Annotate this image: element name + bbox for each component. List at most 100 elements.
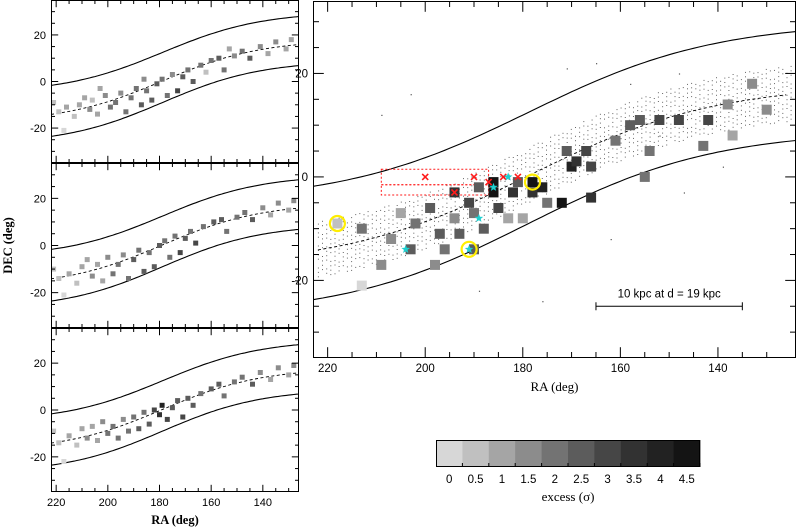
density-dot bbox=[761, 78, 763, 80]
density-dot bbox=[716, 116, 717, 118]
density-dot bbox=[550, 167, 552, 169]
density-dot bbox=[674, 100, 676, 102]
density-dot bbox=[504, 211, 506, 213]
density-dot bbox=[330, 238, 332, 240]
density-dot bbox=[765, 99, 767, 101]
density-dot bbox=[355, 244, 357, 246]
density-dot bbox=[674, 91, 676, 93]
density-dot bbox=[711, 110, 713, 112]
density-dot bbox=[620, 107, 622, 109]
density-dot bbox=[346, 222, 348, 224]
density-dot bbox=[736, 123, 738, 125]
density-dot bbox=[749, 102, 751, 103]
excess-square bbox=[84, 257, 90, 263]
density-dot bbox=[500, 176, 502, 178]
density-dot bbox=[504, 207, 506, 209]
density-dot bbox=[678, 88, 680, 90]
excess-square bbox=[61, 459, 67, 464]
density-dot bbox=[355, 266, 357, 268]
density-dot bbox=[363, 249, 365, 251]
colorbar-tick-label: 1.5 bbox=[520, 474, 536, 486]
excess-square bbox=[126, 276, 131, 281]
density-dot bbox=[736, 101, 738, 103]
density-dot bbox=[405, 206, 406, 208]
density-dot bbox=[322, 234, 323, 235]
density-dot bbox=[359, 213, 361, 215]
density-dot bbox=[616, 117, 618, 119]
density-dot bbox=[438, 208, 440, 209]
density-dot bbox=[662, 93, 664, 94]
excess-square bbox=[203, 69, 209, 75]
density-dot bbox=[695, 97, 697, 99]
density-dot bbox=[724, 82, 726, 83]
density-dot bbox=[396, 244, 398, 246]
density-dot bbox=[388, 227, 390, 229]
excess-square bbox=[221, 393, 227, 399]
density-dot bbox=[703, 88, 705, 90]
excess-square bbox=[625, 120, 636, 131]
density-dot bbox=[471, 189, 473, 191]
density-dot bbox=[753, 103, 755, 105]
density-dot bbox=[666, 96, 668, 98]
density-dot bbox=[479, 201, 481, 203]
stream-track-line bbox=[317, 94, 787, 251]
density-dot bbox=[546, 175, 547, 177]
density-dot bbox=[400, 232, 402, 234]
footprint-lower-boundary bbox=[51, 228, 299, 302]
excess-square bbox=[610, 135, 621, 146]
density-dot bbox=[579, 136, 581, 138]
density-dot bbox=[774, 113, 775, 115]
density-dot bbox=[761, 95, 763, 97]
density-dot bbox=[724, 117, 726, 119]
density-dot bbox=[446, 202, 448, 204]
density-dot bbox=[550, 180, 552, 182]
excess-square bbox=[115, 261, 121, 267]
density-dot bbox=[604, 153, 605, 155]
excess-square bbox=[405, 244, 416, 255]
density-dot bbox=[599, 157, 601, 159]
density-dot bbox=[363, 262, 365, 264]
density-dot bbox=[740, 123, 742, 124]
density-dot bbox=[471, 176, 473, 178]
density-dot bbox=[479, 205, 481, 207]
excess-square bbox=[105, 430, 111, 436]
density-dot bbox=[334, 264, 336, 266]
density-dot bbox=[666, 118, 668, 120]
density-dot bbox=[384, 219, 386, 221]
density-dot bbox=[342, 238, 344, 240]
density-dot bbox=[595, 137, 597, 139]
density-dot bbox=[384, 241, 386, 243]
density-dot bbox=[388, 223, 390, 224]
density-dot bbox=[467, 217, 469, 219]
density-dot bbox=[782, 95, 784, 97]
density-dot bbox=[699, 120, 701, 122]
excess-square bbox=[386, 234, 397, 244]
density-dot bbox=[508, 156, 510, 158]
density-dot bbox=[682, 100, 684, 102]
excess-square bbox=[172, 233, 178, 239]
density-dot bbox=[616, 131, 618, 133]
density-dot bbox=[516, 198, 518, 200]
density-dot bbox=[396, 205, 398, 206]
density-dot bbox=[458, 210, 460, 212]
density-dot bbox=[446, 224, 448, 226]
density-dot bbox=[674, 104, 676, 106]
excess-square bbox=[216, 55, 222, 61]
density-dot bbox=[774, 122, 775, 124]
density-dot bbox=[711, 102, 713, 104]
density-dot bbox=[467, 213, 469, 215]
density-dot bbox=[558, 187, 560, 189]
density-dot bbox=[425, 230, 427, 232]
density-dot bbox=[421, 205, 423, 207]
y-tick-label: 0 bbox=[40, 241, 46, 253]
density-dot bbox=[736, 119, 738, 121]
density-dot bbox=[487, 197, 489, 199]
density-dot bbox=[711, 84, 713, 86]
excess-square bbox=[144, 88, 150, 94]
density-dot bbox=[438, 216, 440, 218]
density-dot bbox=[496, 169, 498, 171]
density-dot bbox=[562, 172, 564, 174]
density-dot bbox=[442, 188, 444, 190]
excess-square bbox=[586, 161, 597, 172]
